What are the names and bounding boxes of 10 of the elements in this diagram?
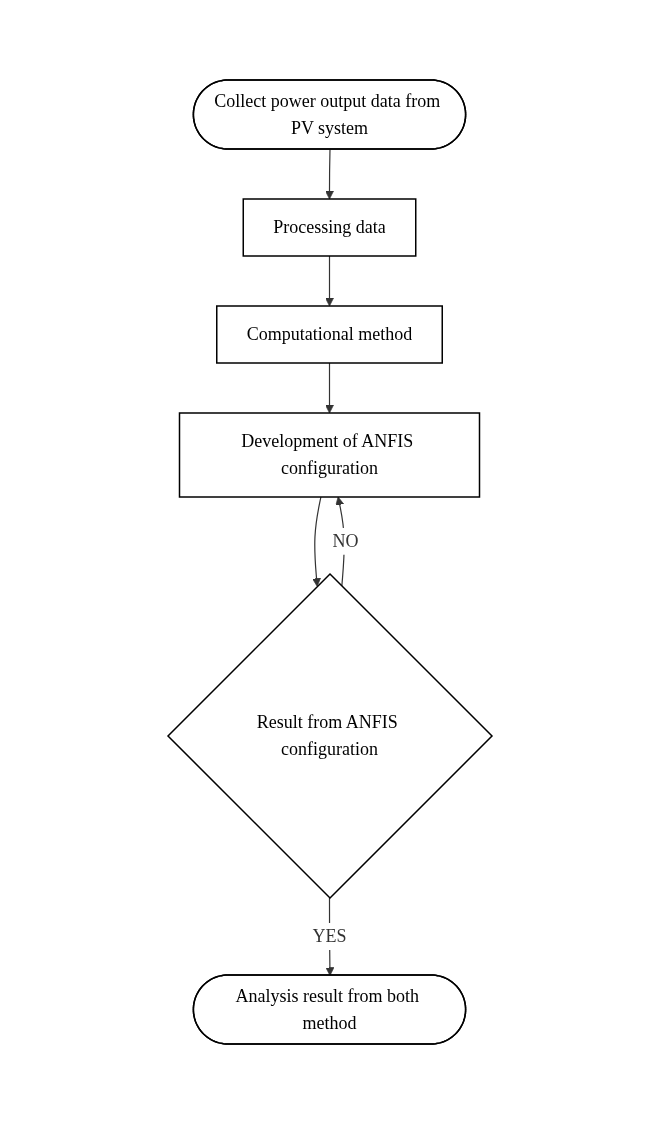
arrow: [311, 496, 321, 587]
arrow: [324, 362, 334, 414]
node-box: Development of ANFIS configuration: [178, 412, 480, 498]
arrow: [324, 255, 334, 307]
node-box: Processing data: [242, 198, 416, 257]
node-diamond: Result from ANFIS configuration: [166, 572, 493, 900]
edge-label: YES: [311, 926, 347, 946]
node-box: Computational method: [215, 305, 443, 364]
edge-label: NO: [332, 530, 359, 551]
arrow: [324, 148, 334, 200]
